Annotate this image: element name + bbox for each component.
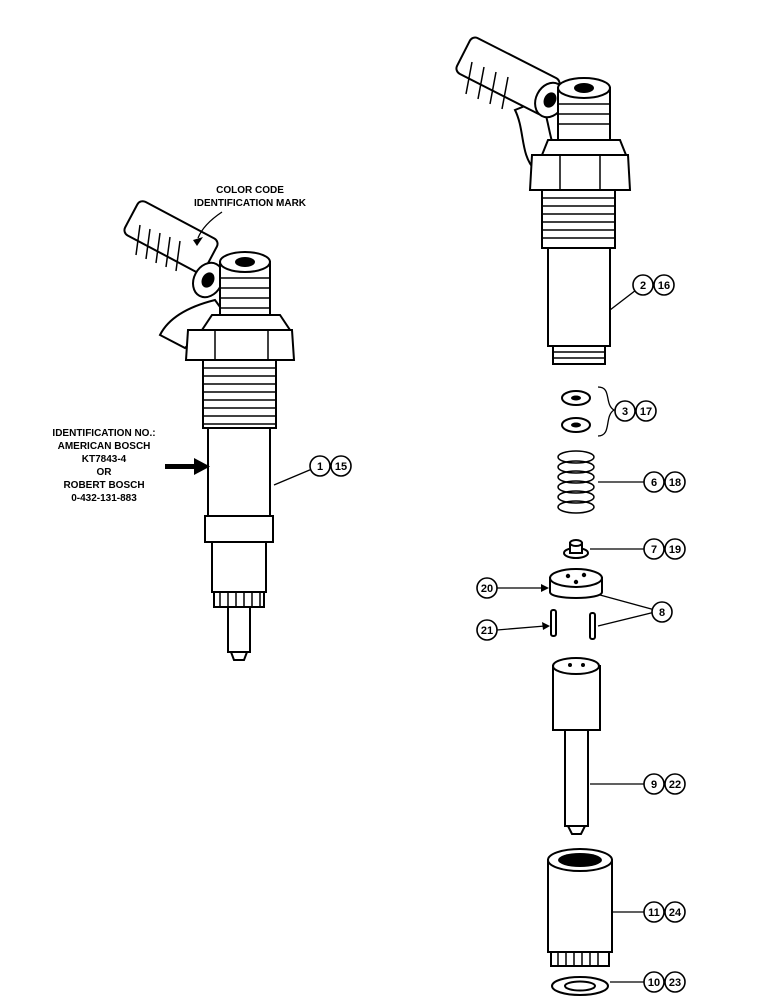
dowel-pins (550, 609, 596, 640)
return-fitting-left (123, 200, 230, 350)
callout-24: 24 (669, 907, 682, 919)
nozzle-nut-left (211, 541, 267, 593)
assembled-injector (123, 200, 296, 661)
callout-9: 9 (651, 779, 657, 791)
nut-knurl-left (213, 591, 265, 608)
spring (557, 450, 595, 514)
callout-3: 3 (622, 406, 628, 418)
callout-1: 1 (317, 461, 323, 473)
callout-16: 16 (658, 280, 670, 292)
callout-2: 2 (640, 280, 646, 292)
callout-18: 18 (669, 477, 681, 489)
color-code-leader (197, 211, 223, 239)
nozzle-tip-left (227, 606, 251, 653)
identification-label: IDENTIFICATION NO.: AMERICAN BOSCH KT784… (52, 428, 155, 504)
inlet-stud-left (200, 251, 292, 331)
svg-text:ROBERT BOSCH: ROBERT BOSCH (63, 480, 144, 491)
callout-11: 11 (648, 907, 660, 919)
washer (551, 976, 609, 996)
spacer-plate (549, 568, 603, 599)
callout-17: 17 (640, 406, 652, 418)
nozzle (552, 657, 601, 835)
holder-body (455, 36, 632, 365)
hex-nut-left (184, 329, 296, 361)
callout-7: 7 (651, 544, 657, 556)
svg-text:KT7843-4: KT7843-4 (82, 454, 127, 465)
svg-text:OR: OR (97, 467, 113, 478)
callout-8: 8 (659, 607, 665, 619)
callout-19: 19 (669, 544, 681, 556)
thread-left (202, 359, 277, 429)
injector-body-left (207, 427, 271, 517)
callout-22: 22 (669, 779, 681, 791)
svg-text:0-432-131-883: 0-432-131-883 (71, 493, 137, 504)
callout-10: 10 (648, 977, 660, 989)
color-code-label-line-2: IDENTIFICATION MARK (194, 198, 307, 209)
callout-20: 20 (481, 583, 493, 595)
callout-15: 15 (335, 461, 347, 473)
callout-21: 21 (481, 625, 493, 637)
color-code-label-line-1: COLOR CODE (216, 185, 284, 196)
nozzle-nut (547, 848, 613, 967)
callout-23: 23 (669, 977, 681, 989)
svg-text:AMERICAN BOSCH: AMERICAN BOSCH (58, 441, 151, 452)
identification-arrow (165, 458, 210, 475)
body-band-left (204, 515, 274, 543)
shims (561, 386, 616, 437)
callout-6: 6 (651, 477, 657, 489)
spring-seat (563, 539, 589, 559)
svg-text:IDENTIFICATION NO.:: IDENTIFICATION NO.: (52, 428, 155, 439)
